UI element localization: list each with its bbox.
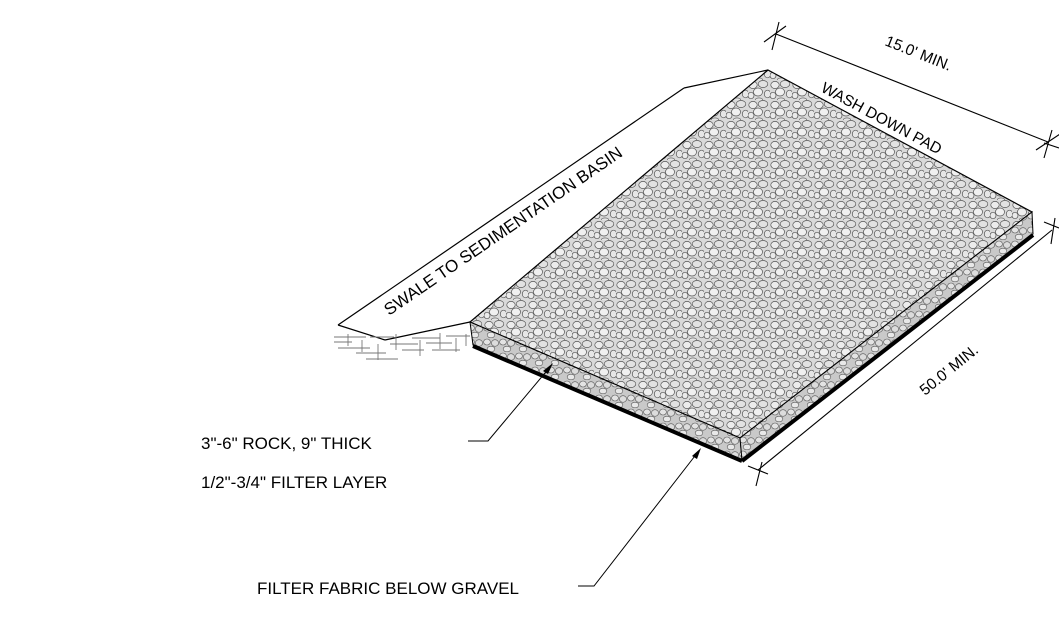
rock-spec-label: 3"-6" ROCK, 9" THICK bbox=[201, 434, 372, 453]
length-dimension-label: 50.0' MIN. bbox=[917, 342, 982, 400]
filter-fabric-label: FILTER FABRIC BELOW GRAVEL bbox=[257, 579, 519, 598]
pad-right-face bbox=[739, 211, 1034, 461]
leader-arrowheads bbox=[543, 363, 701, 459]
earth-hatch bbox=[334, 333, 470, 360]
length-dimension bbox=[747, 217, 1059, 487]
width-dimension bbox=[763, 21, 1059, 159]
leader-lines bbox=[468, 366, 699, 587]
filter-fabric-line bbox=[472, 233, 1035, 463]
width-dimension-label: 15.0' MIN. bbox=[883, 33, 954, 75]
filter-layer-label: 1/2"-3/4" FILTER LAYER bbox=[201, 473, 387, 492]
swale-outline bbox=[337, 69, 769, 341]
